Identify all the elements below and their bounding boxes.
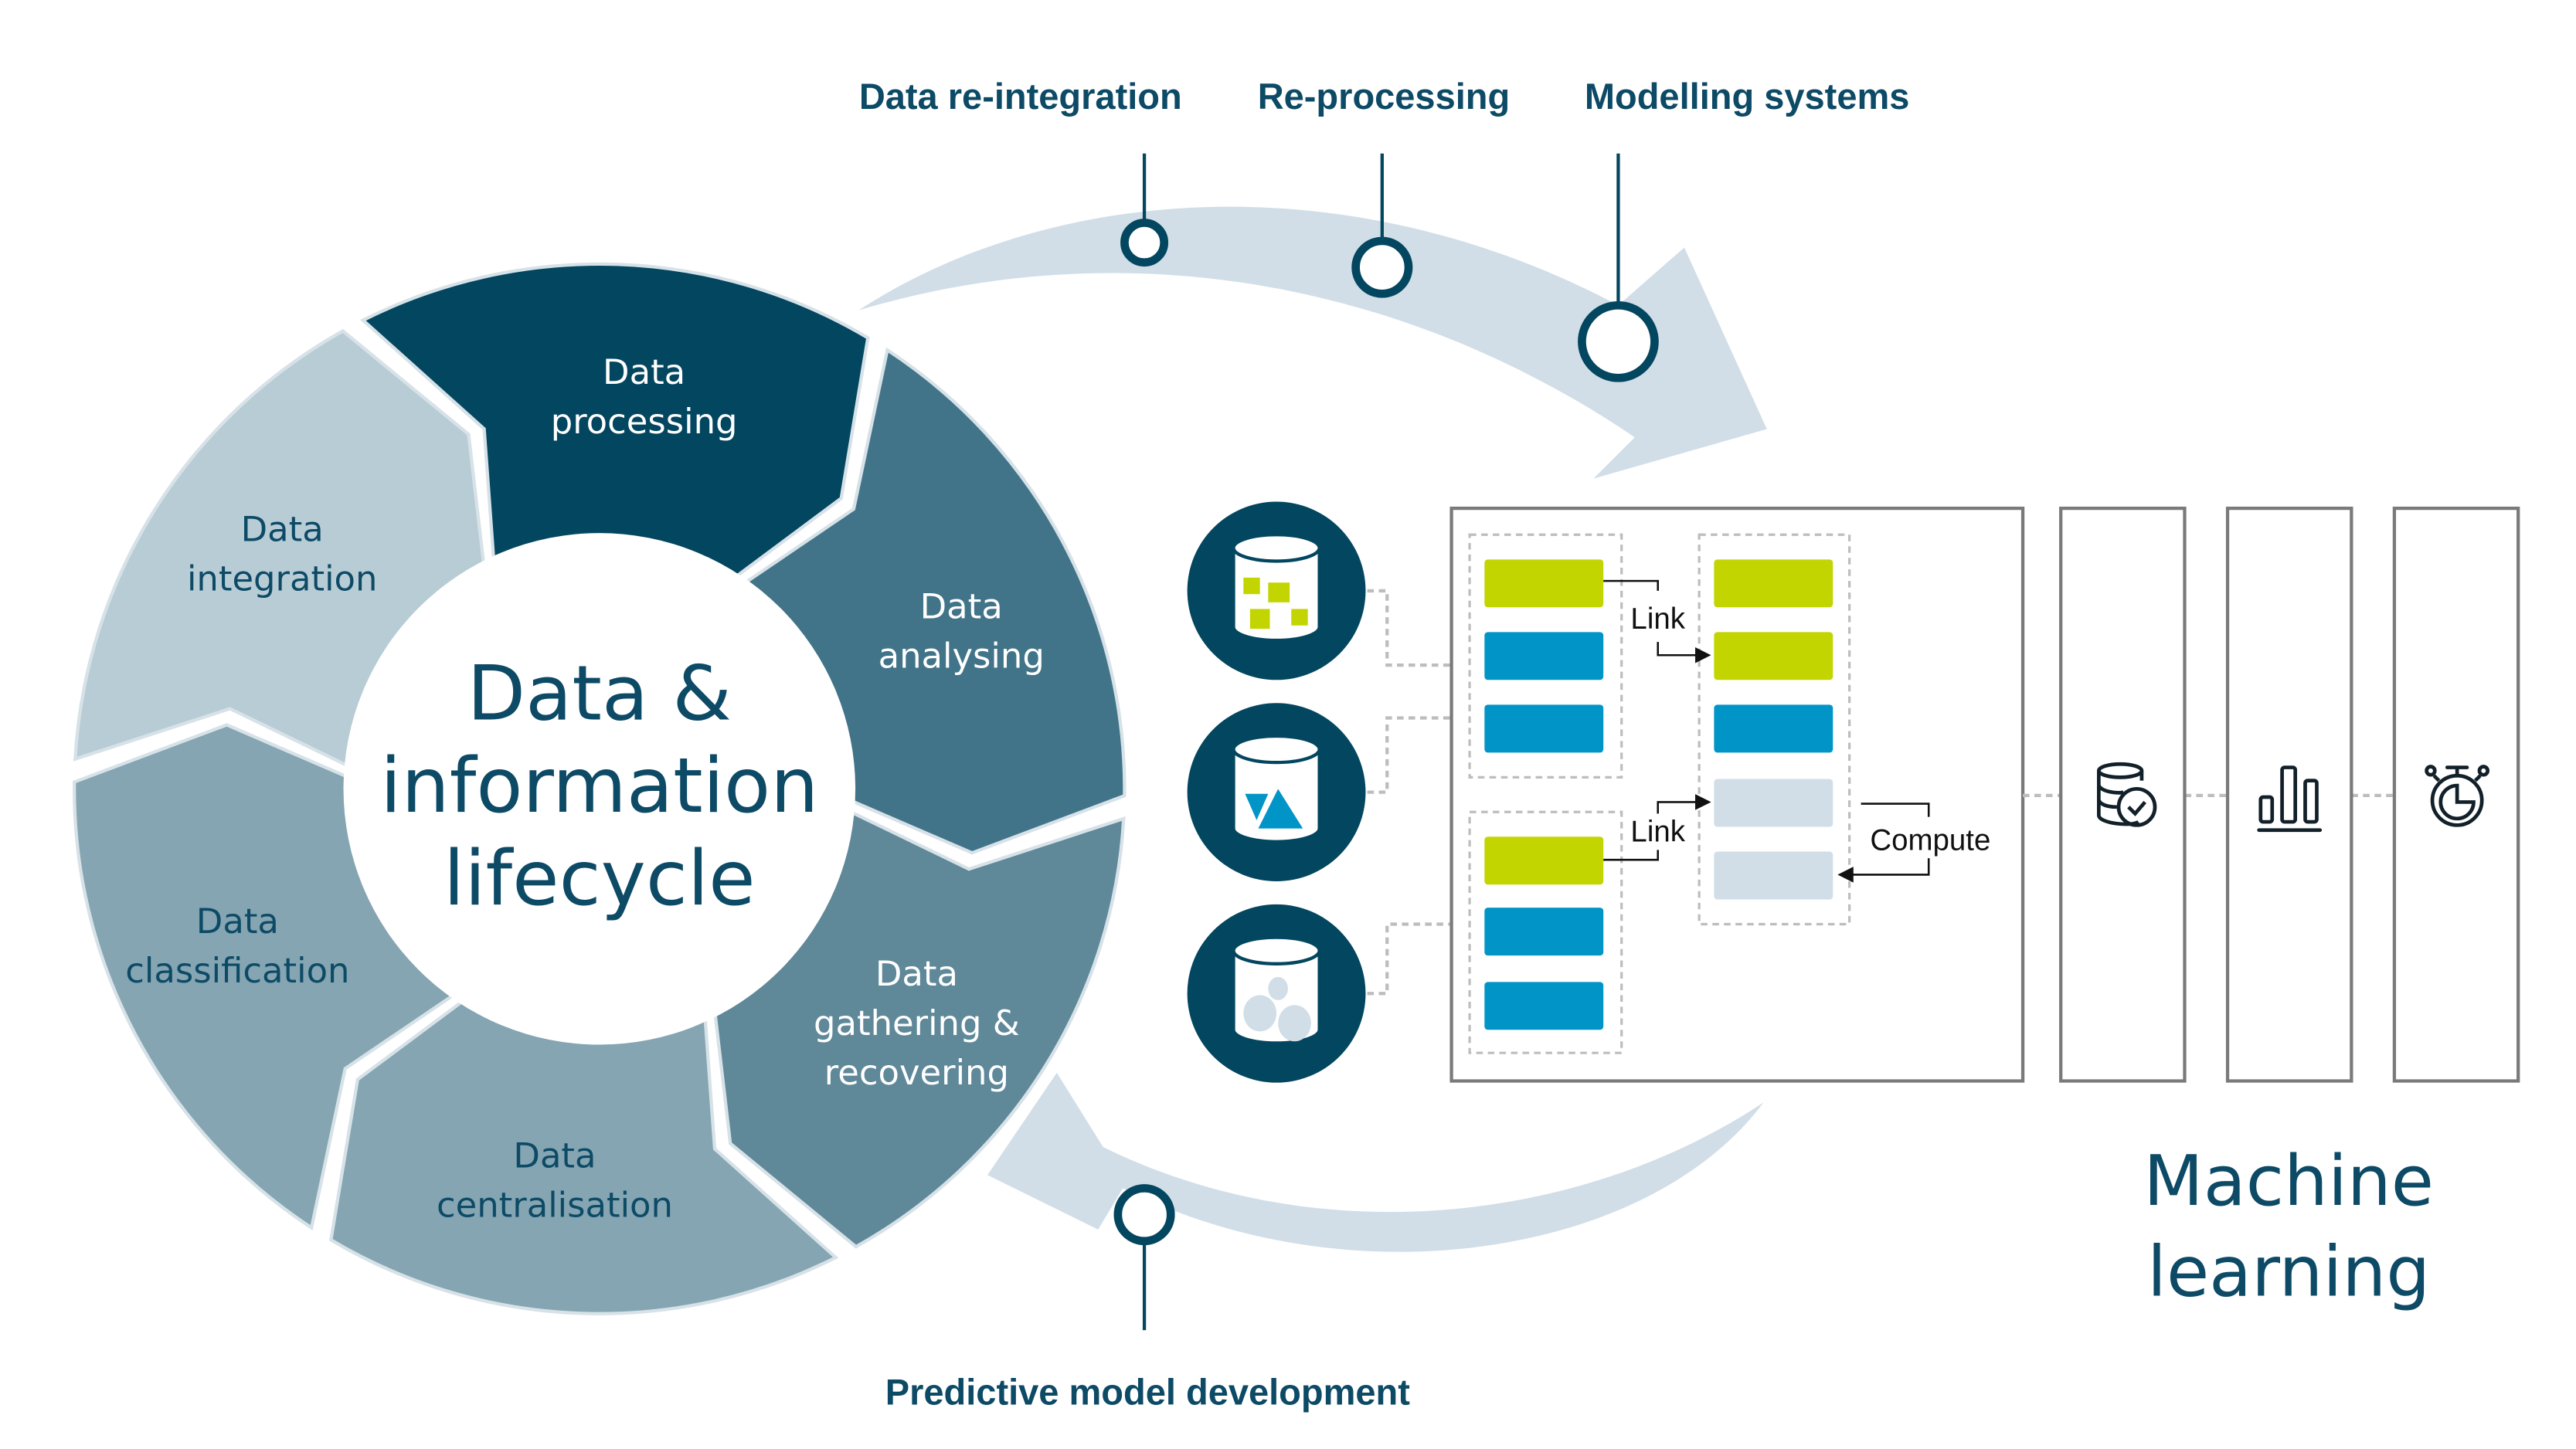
input-group-top xyxy=(1468,533,1623,779)
data-sources xyxy=(1187,501,1452,1083)
stage-panel-analysis xyxy=(2225,506,2353,1083)
milestone-label-data-reintegration: Data re-integration xyxy=(859,76,1182,117)
link-label: Link xyxy=(1630,816,1685,849)
stopwatch-icon xyxy=(2425,765,2490,827)
lifecycle-center xyxy=(343,533,856,1045)
lifecycle-title-line: information xyxy=(380,742,818,830)
feature-block xyxy=(1484,559,1604,608)
milestone-marker xyxy=(1578,300,1659,382)
link-connector xyxy=(1603,850,1660,861)
ml-title-line-1: Machine xyxy=(2143,1142,2434,1222)
lifecycle-segment-label: recovering xyxy=(824,1052,1009,1093)
feature-block xyxy=(1714,851,1833,900)
feature-block xyxy=(1484,632,1604,680)
database-circles-icon xyxy=(1187,904,1366,1083)
compute-connector xyxy=(1861,803,1930,817)
milestone-label-modelling-systems: Modelling systems xyxy=(1585,76,1910,117)
feature-block xyxy=(1484,704,1604,753)
bottom-flow-arrow xyxy=(987,1072,1764,1252)
lifecycle-segment-label: Data xyxy=(875,953,958,994)
lifecycle-segment-label: Data xyxy=(920,586,1003,627)
bottom-milestones xyxy=(1113,1184,1175,1331)
milestone-label-predictive-model: Predictive model development xyxy=(885,1371,1411,1412)
ml-title-line-2: learning xyxy=(2147,1232,2430,1312)
milestone-marker xyxy=(1351,236,1413,298)
feature-block xyxy=(1484,836,1604,885)
link-connector xyxy=(1603,579,1660,591)
link-label: Link xyxy=(1630,602,1685,636)
link-connector xyxy=(1657,642,1711,663)
output-group xyxy=(1698,533,1851,926)
bar-chart-icon xyxy=(2257,765,2323,833)
lifecycle-segment-label: centralisation xyxy=(437,1185,673,1226)
lifecycle-segment-label: processing xyxy=(551,401,738,442)
feature-block xyxy=(1714,779,1833,827)
feature-block xyxy=(1714,632,1833,680)
lifecycle-segment-label: Data xyxy=(196,901,279,942)
lifecycle-segment-label: classification xyxy=(125,950,349,991)
milestone-marker xyxy=(1113,1184,1175,1246)
milestone-label-reprocessing: Re-processing xyxy=(1258,76,1511,117)
lifecycle-segment-label: Data xyxy=(603,351,685,392)
compute-connector xyxy=(1837,858,1930,883)
lifecycle-title-line: lifecycle xyxy=(443,835,756,923)
input-group-bottom xyxy=(1468,810,1623,1054)
lifecycle-segment-label: Data xyxy=(513,1135,596,1176)
lifecycle-segment-label: integration xyxy=(187,558,377,599)
database-squares-icon xyxy=(1187,501,1366,680)
lifecycle-title-line: Data & xyxy=(467,650,732,738)
feature-block xyxy=(1714,704,1833,753)
compute-label: Compute xyxy=(1870,823,1990,857)
lifecycle-segment-label: Data xyxy=(241,508,324,549)
database-check-icon xyxy=(2097,762,2157,827)
lifecycle-segment-label: gathering & xyxy=(814,1003,1020,1043)
lifecycle-segment-label: analysing xyxy=(878,636,1045,677)
feature-block xyxy=(1484,982,1604,1030)
top-milestones xyxy=(1120,153,1659,382)
database-triangles-icon xyxy=(1187,703,1366,881)
link-connector xyxy=(1657,794,1711,814)
feature-block xyxy=(1484,908,1604,956)
top-flow-arrow xyxy=(858,206,1767,479)
milestone-marker xyxy=(1120,219,1169,267)
feature-block xyxy=(1714,559,1833,608)
